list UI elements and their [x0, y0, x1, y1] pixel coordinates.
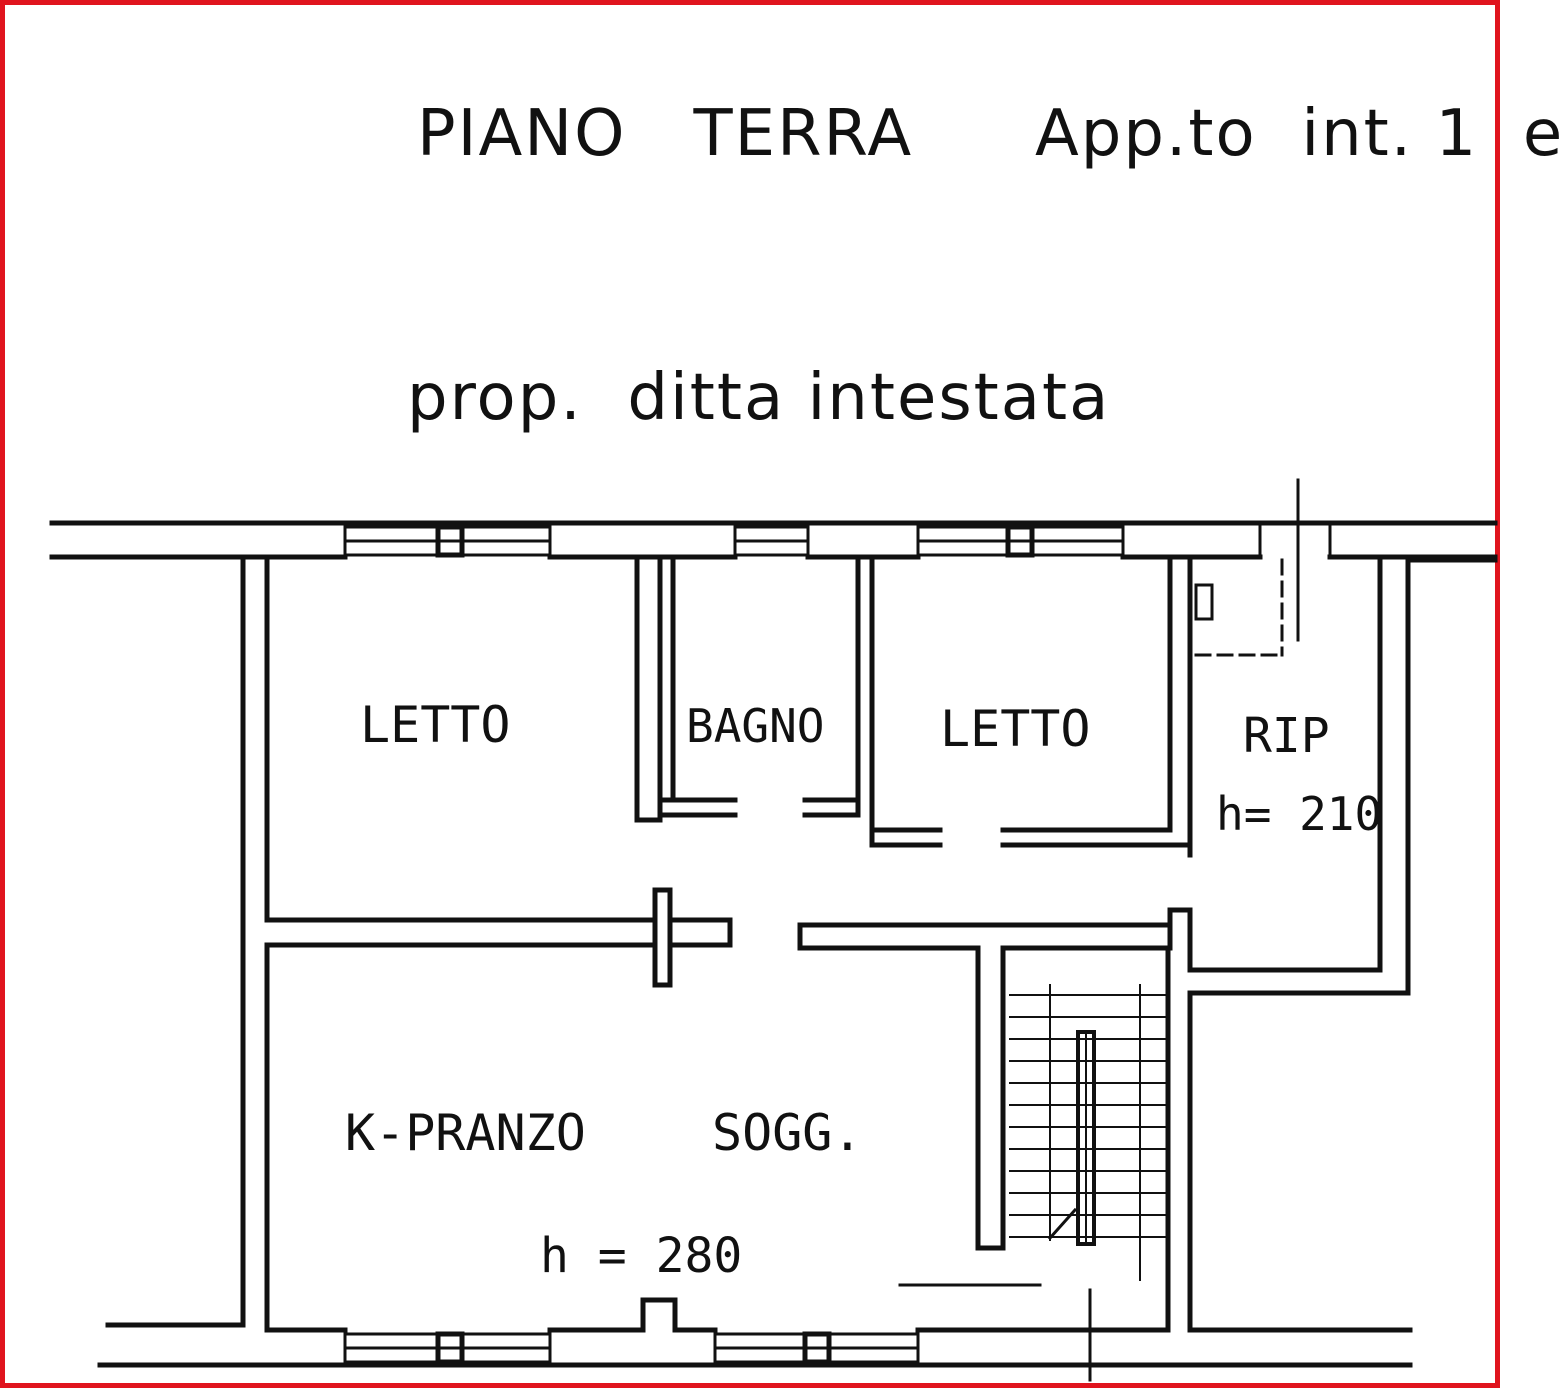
- room-height-rip: h= 210: [1216, 787, 1382, 841]
- unit-title: App.to int. 1 e: [1035, 97, 1564, 171]
- room-label-letto-2: LETTO: [940, 700, 1091, 758]
- ripostiglio-walls: [1187, 557, 1498, 996]
- bottom-window-left: [343, 1331, 552, 1365]
- owner-subtitle: prop. ditta intestata: [407, 361, 1111, 435]
- top-door-rip: [1194, 478, 1332, 657]
- top-outer-wall: [49, 520, 1498, 560]
- floor-title: PIANO TERRA: [417, 97, 914, 171]
- room-label-kitchen: K-PRANZO: [345, 1104, 586, 1162]
- top-window-bath: [733, 525, 810, 557]
- letto-1-walls: [264, 554, 663, 923]
- staircase: [898, 945, 1193, 1382]
- room-label-living: SOGG.: [712, 1104, 863, 1162]
- room-label-rip: RIP: [1243, 708, 1330, 764]
- letto-2-walls: [869, 557, 1193, 858]
- bottom-outer-wall: [97, 1297, 1413, 1368]
- corridor-walls: [264, 887, 1193, 988]
- left-outer-wall: [105, 554, 270, 1333]
- bagno-walls: [657, 557, 875, 848]
- floor-plan-drawing: LETTO BAGNO LETTO RIP h= 210 K-PRANZO SO…: [49, 478, 1498, 1382]
- room-label-letto-1: LETTO: [360, 696, 511, 754]
- top-window-right: [916, 524, 1125, 558]
- room-label-bagno: BAGNO: [686, 699, 824, 753]
- room-height-main: h = 280: [540, 1228, 742, 1284]
- bottom-window-right: [713, 1331, 920, 1365]
- top-window-left: [343, 524, 552, 558]
